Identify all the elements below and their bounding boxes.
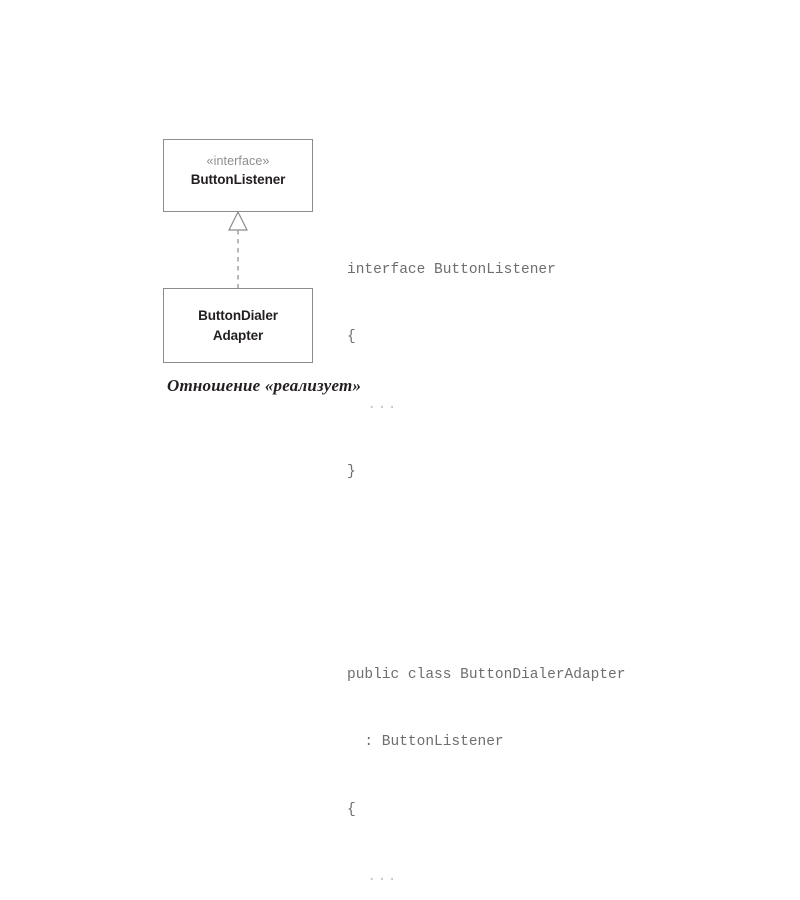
code-line: } xyxy=(347,461,625,484)
stereotype-label: «interface» xyxy=(207,152,270,170)
code-line: { xyxy=(347,799,625,822)
class-name-buttonlistener: ButtonListener xyxy=(191,170,286,189)
uml-class-box-buttonlistener: «interface» ButtonListener xyxy=(163,139,313,212)
uml-class-box-buttondialeradapter: ButtonDialer Adapter xyxy=(163,288,313,363)
code-listing: interface ButtonListener { ... } public … xyxy=(347,146,625,900)
code-line: interface ButtonListener xyxy=(347,259,625,282)
realization-connector xyxy=(222,210,254,290)
code-line-ellipsis: ... xyxy=(347,866,625,889)
hollow-triangle-icon xyxy=(229,212,247,230)
class-name-buttondialeradapter-line2: Adapter xyxy=(213,326,263,346)
code-block-class: public class ButtonDialerAdapter : Butto… xyxy=(347,619,625,900)
code-line-ellipsis: ... xyxy=(347,394,625,417)
code-line: { xyxy=(347,326,625,349)
code-line: : ButtonListener xyxy=(347,731,625,754)
code-line: public class ButtonDialerAdapter xyxy=(347,664,625,687)
code-block-interface: interface ButtonListener { ... } xyxy=(347,214,625,529)
diagram-canvas: «interface» ButtonListener ButtonDialer … xyxy=(0,0,800,450)
diagram-caption: Отношение «реализует» xyxy=(167,376,361,396)
class-name-buttondialeradapter-line1: ButtonDialer xyxy=(198,306,278,326)
